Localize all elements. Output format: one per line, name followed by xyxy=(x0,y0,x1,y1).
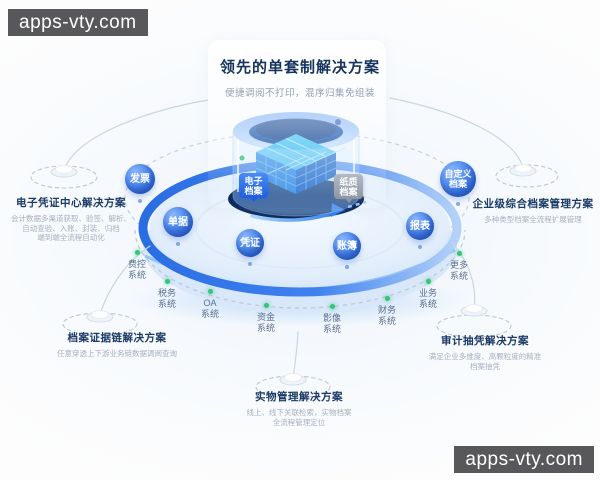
tag-electronic-archive: 电子 档案 xyxy=(239,173,268,198)
header: 领先的单套制解决方案 便捷调阅不打印，混序归集免组装 xyxy=(150,56,450,99)
solution-evoucher-center: 电子凭证中心解决方案 会计数据多渠道获取、验签、解析、 自动查验、入账、封装、归… xyxy=(0,195,162,243)
solution-title: 档案证据链解决方案 xyxy=(67,332,167,344)
page-subtitle: 便捷调阅不打印，混序归集免组装 xyxy=(224,88,375,99)
sphere-voucher: 凭证 xyxy=(236,229,264,257)
system-treasury: 资金 系统 xyxy=(257,303,275,333)
system-imaging: 影像 系统 xyxy=(323,304,341,334)
sphere-custom-archive: 自定义 档案 xyxy=(440,161,476,197)
solution-evidence-chain: 档案证据链解决方案 任意穿透上下游业务链数据调阅查询 xyxy=(27,330,207,359)
solution-title: 审计抽凭解决方案 xyxy=(441,335,529,347)
solution-desc: 会计数据多渠道获取、验签、解析、 自动查验、入账、封装、归档 端到端全流程自动化 xyxy=(11,214,131,242)
system-tax: 税务 系统 xyxy=(158,279,176,309)
sphere-report: 报表 xyxy=(406,212,434,240)
sphere-orbit-dashed xyxy=(124,131,470,265)
system-finance: 财务 系统 xyxy=(378,296,396,326)
solution-physical-management: 实物管理解决方案 线上、线下关联检索，实物档案 全流程管理定位 xyxy=(210,389,388,427)
system-oa: OA 系统 xyxy=(201,289,219,319)
solution-title: 电子凭证中心解决方案 xyxy=(16,197,126,209)
solution-title: 实物管理解决方案 xyxy=(255,391,343,403)
system-business: 业务 系统 xyxy=(419,279,437,309)
sphere-receipt: 单据 xyxy=(163,207,193,237)
watermark-bottom-right: apps-vty.com xyxy=(454,446,594,473)
system-orbit-dashed xyxy=(134,229,466,309)
page-title: 领先的单套制解决方案 xyxy=(219,59,380,76)
solution-desc: 任意穿透上下游业务链数据调阅查询 xyxy=(57,349,177,358)
solution-audit-sampling: 审计抽凭解决方案 满足企业多维度、高颗粒度的精准 档案抽凭 xyxy=(395,333,575,371)
solution-desc: 线上、线下关联检索，实物档案 全流程管理定位 xyxy=(246,408,352,427)
tag-paper-archive: 纸质 档案 xyxy=(334,174,363,199)
solution-enterprise-archive: 企业级综合档案管理方案 多种类型档案全流程扩展管理 xyxy=(448,196,600,225)
solution-desc: 满足企业多维度、高颗粒度的精准 档案抽凭 xyxy=(428,352,542,371)
system-more: 更多 系统 xyxy=(450,251,468,281)
solution-title: 企业级综合档案管理方案 xyxy=(472,198,594,210)
system-expense: 费控 系统 xyxy=(128,250,146,280)
solution-desc: 多种类型档案全流程扩展管理 xyxy=(484,215,582,224)
sphere-ledger: 账簿 xyxy=(333,232,361,260)
sphere-invoice: 发票 xyxy=(125,164,155,194)
watermark-top-left: apps-vty.com xyxy=(8,9,148,36)
